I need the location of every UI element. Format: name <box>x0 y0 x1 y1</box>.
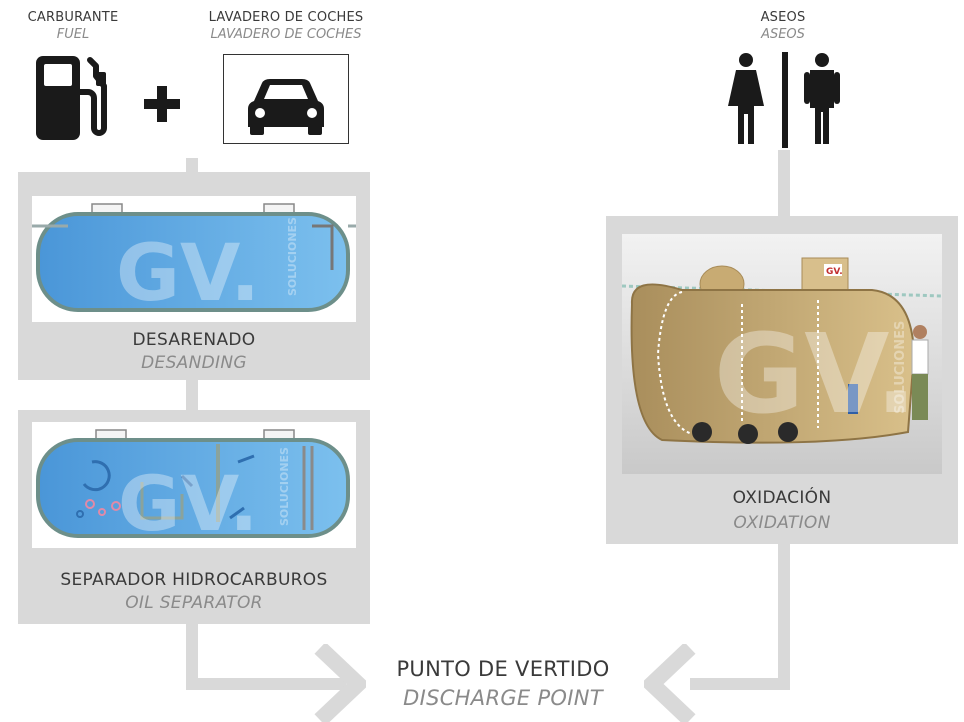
oxidation-watermark-side: SOLUCIONES <box>893 321 908 414</box>
oil-separator-sublabel: OIL SEPARATOR <box>125 593 263 613</box>
oxidation-tank-drawing: GV. GV. SOLUCIONES <box>622 234 942 474</box>
oxidation-image: GV. GV. SOLUCIONES <box>622 234 942 474</box>
oxidation-tank-badge: GV. <box>826 267 843 277</box>
oil-separator-image: GV. SOLUCIONES <box>32 422 356 548</box>
restroom-icon <box>728 52 840 148</box>
fuel-pump-icon <box>36 56 107 140</box>
desanding-watermark: GV. <box>116 229 260 319</box>
desanding-tank-drawing: GV. SOLUCIONES <box>32 203 356 319</box>
desanding-sublabel: DESANDING <box>141 353 247 373</box>
oil-separator-panel: GV. SOLUCIONES SEPARADOR HIDROCARBUROS O… <box>18 410 370 624</box>
oil-separator-watermark: GV. <box>118 459 258 548</box>
connector-sources-to-desanding <box>186 158 198 172</box>
oxidation-watermark: GV. <box>714 310 917 438</box>
desanding-image: GV. SOLUCIONES <box>32 196 356 322</box>
oxidation-panel: GV. GV. SOLUCIONES OXIDACIÓN OXIDATION <box>606 216 958 544</box>
connector-desanding-to-separator <box>186 380 198 410</box>
connector-oxidation-to-discharge <box>690 678 790 690</box>
connector-separator-to-discharge <box>186 678 346 690</box>
oil-separator-label: SEPARADOR HIDROCARBUROS <box>60 570 328 590</box>
discharge-sublabel: DISCHARGE POINT <box>403 686 603 710</box>
toilets-label: ASEOS <box>760 10 806 25</box>
car-icon <box>248 79 324 135</box>
connector-separator-down <box>186 624 198 690</box>
plus-icon <box>144 86 180 122</box>
fuel-label: CARBURANTE <box>27 10 119 25</box>
connector-toilets-to-oxidation <box>778 150 790 216</box>
carwash-sublabel: LAVADERO DE COCHES <box>210 27 362 42</box>
connector-oxidation-down <box>778 544 790 690</box>
desanding-panel: GV. SOLUCIONES DESARENADO DESANDING <box>18 172 370 380</box>
oxidation-label: OXIDACIÓN <box>732 488 832 508</box>
carwash-box <box>223 54 349 144</box>
desanding-label: DESARENADO <box>132 330 256 350</box>
carwash-label: LAVADERO DE COCHES <box>208 10 364 25</box>
toilets-sublabel: ASEOS <box>761 27 805 42</box>
fuel-sublabel: FUEL <box>56 27 90 42</box>
discharge-arrow-right-icon <box>644 644 696 722</box>
oxidation-sublabel: OXIDATION <box>733 513 831 533</box>
desanding-watermark-side: SOLUCIONES <box>286 217 299 296</box>
discharge-label: PUNTO DE VERTIDO <box>396 657 610 681</box>
oil-separator-tank-drawing: GV. SOLUCIONES <box>36 429 350 548</box>
oil-separator-watermark-side: SOLUCIONES <box>278 447 291 526</box>
discharge-arrow-left-icon <box>314 644 366 722</box>
